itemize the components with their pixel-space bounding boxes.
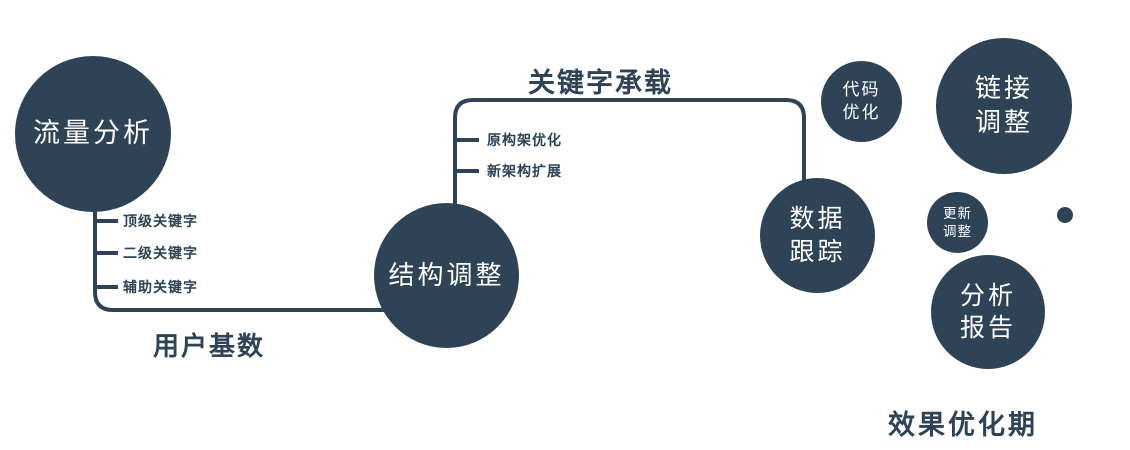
node-traffic-analysis-label: 流量分析 xyxy=(33,118,153,149)
node-structure-adjust-label: 结构调整 xyxy=(388,259,505,290)
node-update-adjustment-line1: 更新 xyxy=(943,205,972,221)
small-dot-marker xyxy=(1057,207,1073,223)
caption-effect-optimization-period: 效果优化期 xyxy=(888,410,1038,440)
node-code-optimization-line2: 优化 xyxy=(842,102,881,122)
branch-label-top-keywords: 顶级关键字 xyxy=(123,213,198,229)
node-link-adjustment: 链接 调整 xyxy=(936,38,1072,174)
edge-label-keyword-carrying: 关键字承载 xyxy=(528,68,673,98)
node-traffic-analysis: 流量分析 xyxy=(15,56,171,212)
branch-label-auxiliary-keywords: 辅助关键字 xyxy=(123,279,198,295)
branch-label-original-architecture: 原构架优化 xyxy=(487,132,562,148)
connector-traffic-to-structure xyxy=(93,135,448,312)
connector-structure-to-data-tracking xyxy=(453,98,806,276)
node-link-adjustment-line1: 链接 xyxy=(974,73,1033,104)
node-code-optimization-line1: 代码 xyxy=(842,80,881,100)
node-data-tracking-line2: 跟踪 xyxy=(789,237,846,266)
node-data-tracking: 数据 跟踪 xyxy=(760,178,875,293)
node-update-adjustment-line2: 调整 xyxy=(943,223,972,239)
node-analysis-report-line2: 报告 xyxy=(959,314,1016,342)
branch-label-new-architecture: 新架构扩展 xyxy=(487,163,562,179)
node-data-tracking-line1: 数据 xyxy=(789,205,846,233)
node-link-adjustment-line2: 调整 xyxy=(974,107,1033,137)
node-code-optimization: 代码 优化 xyxy=(821,61,902,142)
node-analysis-report-line1: 分析 xyxy=(959,281,1016,310)
node-structure-adjust: 结构调整 xyxy=(374,203,519,348)
node-update-adjustment: 更新 调整 xyxy=(927,192,988,253)
node-analysis-report: 分析 报告 xyxy=(931,255,1045,369)
branch-label-second-keywords: 二级关键字 xyxy=(123,245,198,261)
edge-label-user-base: 用户基数 xyxy=(153,331,266,361)
